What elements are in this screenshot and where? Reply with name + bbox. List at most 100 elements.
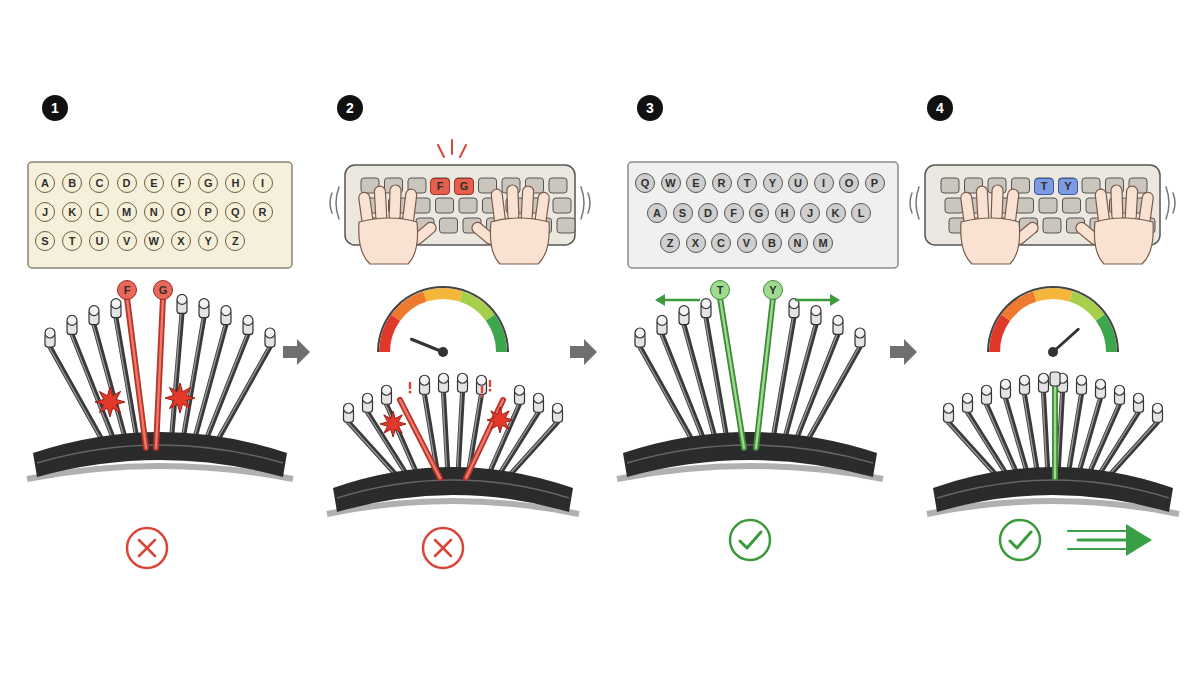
typebar-cap bbox=[89, 306, 99, 316]
key-cap: S bbox=[673, 203, 693, 223]
basket-segment bbox=[33, 432, 287, 477]
keyboard-frame bbox=[28, 162, 292, 268]
key-letter: V bbox=[123, 236, 130, 247]
step-arrow bbox=[890, 339, 917, 365]
active-typebar-shine bbox=[127, 298, 146, 448]
key-letter: B bbox=[68, 178, 76, 189]
shake-line bbox=[910, 193, 912, 213]
key-cap: M bbox=[813, 233, 833, 253]
key-letter: G bbox=[460, 181, 469, 192]
clash-star bbox=[95, 387, 125, 417]
key-cap: X bbox=[686, 233, 706, 253]
key-letter: Y bbox=[1064, 181, 1071, 192]
key-letter: C bbox=[95, 178, 103, 189]
shake-line bbox=[581, 187, 584, 219]
clash-star bbox=[487, 407, 513, 433]
key-cap: Z bbox=[225, 231, 245, 251]
shake-line bbox=[336, 187, 339, 219]
palm bbox=[359, 218, 418, 264]
hand bbox=[960, 185, 1040, 264]
key-blank bbox=[440, 218, 458, 233]
typebar bbox=[805, 347, 860, 445]
fail-cross bbox=[139, 540, 155, 556]
key-cap: R bbox=[712, 173, 732, 193]
typebar-cap bbox=[855, 328, 865, 338]
key-blank bbox=[553, 198, 571, 213]
alert-flash bbox=[438, 145, 444, 157]
typebar bbox=[1025, 394, 1039, 480]
key-letter: T bbox=[69, 236, 76, 247]
gauge-rim bbox=[377, 286, 509, 352]
typebar-cap bbox=[657, 315, 667, 325]
typebar-basket bbox=[927, 373, 1179, 514]
key-letter: P bbox=[205, 207, 212, 218]
typebar-tip: T bbox=[710, 280, 730, 300]
key-blank bbox=[1043, 218, 1061, 233]
key-letter: X bbox=[177, 236, 184, 247]
palm bbox=[961, 218, 1020, 264]
palm bbox=[1094, 218, 1153, 264]
gauge-hub bbox=[438, 347, 448, 357]
key-letter: A bbox=[653, 208, 661, 219]
typebar-cap bbox=[1020, 375, 1030, 385]
key-letter: K bbox=[68, 207, 76, 218]
key-letter: P bbox=[871, 178, 878, 189]
spread-arrow-head bbox=[655, 294, 665, 306]
key-letter: Z bbox=[232, 236, 239, 247]
shake-line bbox=[1173, 193, 1175, 213]
fail-cross bbox=[435, 540, 451, 556]
gauge-band bbox=[989, 314, 1010, 352]
active-typebar bbox=[720, 298, 744, 448]
typebar bbox=[171, 313, 182, 445]
key-letter: U bbox=[794, 178, 802, 189]
key-cap: Q bbox=[635, 173, 655, 193]
typebar-cap bbox=[111, 299, 121, 309]
typebar-shine bbox=[71, 334, 115, 445]
finger bbox=[374, 186, 387, 223]
key-letter: I bbox=[822, 178, 825, 189]
key-cap: F bbox=[724, 203, 744, 223]
spread-arrow-head bbox=[830, 294, 840, 306]
key-cap: S bbox=[35, 231, 55, 251]
pass-icon bbox=[730, 520, 770, 560]
key-letter: M bbox=[818, 238, 827, 249]
gauge-hub bbox=[1048, 347, 1058, 357]
typebar-shine bbox=[986, 404, 1019, 480]
speed-arrow-head bbox=[1126, 524, 1152, 556]
typebar bbox=[1044, 392, 1049, 480]
shake-line bbox=[330, 193, 332, 213]
key-letter: V bbox=[743, 238, 750, 249]
key-letter: T bbox=[717, 285, 724, 296]
key-cap: K bbox=[62, 202, 82, 222]
typebar-cap bbox=[344, 403, 354, 413]
key-cap: D bbox=[698, 203, 718, 223]
key-cap: I bbox=[814, 173, 834, 193]
typebar-shine bbox=[170, 313, 181, 445]
typebar-cap bbox=[67, 315, 77, 325]
gauge-band bbox=[486, 314, 507, 352]
active-typebar bbox=[1052, 384, 1058, 478]
typebar-basket bbox=[617, 299, 883, 479]
finger bbox=[976, 186, 989, 223]
key-letter: S bbox=[41, 236, 48, 247]
typebar-cap bbox=[382, 385, 392, 395]
gauge-rim bbox=[987, 286, 1119, 352]
pressed-key: Y bbox=[1058, 178, 1078, 195]
alert-flash bbox=[451, 140, 453, 154]
key-letter: F bbox=[730, 208, 737, 219]
typebar bbox=[444, 392, 449, 480]
palm bbox=[490, 218, 549, 264]
gauge-needle bbox=[1053, 329, 1078, 352]
key-cap: R bbox=[253, 202, 273, 222]
key-blank bbox=[549, 178, 567, 193]
key-cap: O bbox=[171, 202, 191, 222]
key-cap: E bbox=[144, 173, 164, 193]
key-letter: H bbox=[231, 178, 239, 189]
active-typebar-shine bbox=[1054, 384, 1056, 478]
keyboard-frame bbox=[628, 162, 898, 268]
key-cap: A bbox=[647, 203, 667, 223]
typebar-cap bbox=[534, 393, 544, 403]
key-letter: O bbox=[845, 178, 854, 189]
